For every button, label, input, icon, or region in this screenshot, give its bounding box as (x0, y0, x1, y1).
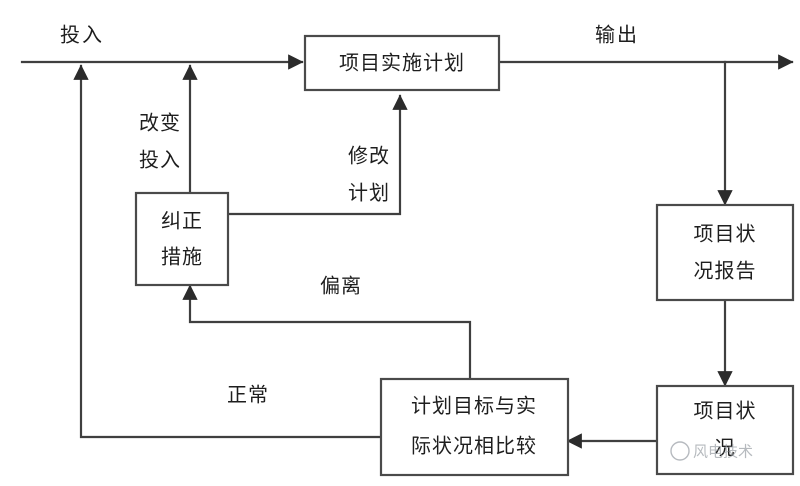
edge-normal-to-input (73, 64, 382, 439)
node-status-label-line-1: 项目状 (694, 399, 757, 423)
node-correct-label-line-2: 措施 (161, 245, 203, 269)
edge-modify-plan-to-plan (226, 94, 408, 216)
watermark: 风电技术 (670, 441, 753, 461)
node-plan-box (303, 34, 501, 92)
label-modify-plan-line-1: 修改 (348, 144, 390, 168)
node-project-implementation-plan[interactable]: 项目实施计划 (303, 34, 501, 92)
node-correct-label-line-1: 纠正 (161, 209, 203, 233)
node-report-box (655, 203, 795, 302)
node-report-label-line-2: 况报告 (694, 259, 757, 283)
edge-deviation-to-correct (182, 284, 472, 380)
node-compare-box (379, 377, 570, 477)
label-normal: 正常 (227, 383, 269, 407)
node-correct-box (134, 191, 230, 287)
label-deviation: 偏离 (320, 274, 362, 298)
watermark-ring-icon (670, 441, 690, 461)
label-modify-plan-line-2: 计划 (348, 181, 390, 205)
label-change-input-line-2: 投入 (139, 148, 181, 172)
node-project-status[interactable]: 项目状 况 (655, 384, 795, 476)
label-output: 输出 (595, 23, 639, 47)
node-compare-label-line-2: 际状况相比较 (411, 434, 537, 458)
label-change-input: 改变 投入 (139, 111, 181, 172)
node-plan-label-line-1: 项目实施计划 (339, 51, 465, 75)
node-corrective-action[interactable]: 纠正 措施 (134, 191, 230, 287)
watermark-label: 风电技术 (693, 443, 753, 461)
label-input: 投入 (60, 23, 104, 47)
label-change-input-line-1: 改变 (139, 111, 181, 135)
label-modify-plan: 修改 计划 (348, 144, 390, 205)
node-report-label-line-1: 项目状 (694, 222, 757, 246)
node-project-status-report[interactable]: 项目状 况报告 (655, 203, 795, 302)
node-compare-plan-vs-actual[interactable]: 计划目标与实 际状况相比较 (379, 377, 570, 477)
node-compare-label-line-1: 计划目标与实 (411, 394, 537, 418)
node-status-label-line-2: 况 (715, 436, 736, 460)
